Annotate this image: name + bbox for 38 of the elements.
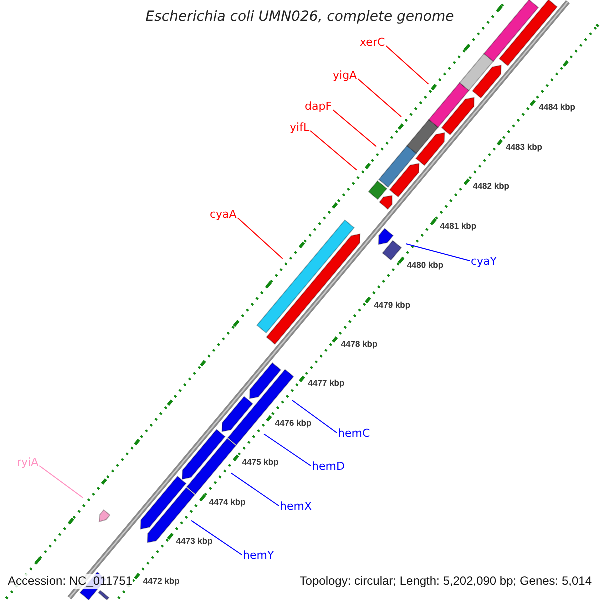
gene-label: yigA [333,69,358,82]
leader-line [191,520,242,556]
scale-label: 4477 kbp [308,378,345,390]
scale-label: 4478 kbp [341,338,378,350]
scale-label: 4473 kbp [176,536,213,547]
gene-label: yifL [290,121,310,134]
gene-label: dapF [305,100,332,113]
leader-line [310,130,358,171]
gene-label: hemY [243,549,274,562]
gene-label: cyaY [471,255,498,268]
title: Escherichia coli UMN026, complete genome [144,8,456,26]
scale-label: 4480 kbp [407,260,444,271]
scale-label: 4475 kbp [242,457,279,468]
scale-label: 4483 kbp [506,142,542,153]
leader-line [237,218,284,260]
leader-line [39,466,84,498]
scale-label: 4479 kbp [374,300,411,310]
leader-line [386,46,430,85]
gene-label: xerC [360,36,386,49]
scale-label: 4481 kbp [440,220,477,232]
leader-line [292,400,338,434]
leader-line [332,110,378,148]
scale-label: 4484 kbp [539,102,576,114]
leader-line [406,243,470,262]
genome-stats-text: Topology: circular; Length: 5,202,090 bp; Genes: 5,014 [300,574,592,589]
accession-text: Accession: NC_011751 [8,574,133,589]
scale-label: 4482 kbp [473,181,510,192]
scale-label: 4472 kbp [143,576,180,586]
scale-label: 4476 kbp [275,418,312,429]
gene-label: hemD [312,460,345,473]
gene-label: hemX [280,500,312,513]
leader-line [264,434,312,466]
gene-label: ryiA [17,456,39,469]
gene-label: hemC [338,427,370,440]
leader-line [358,78,402,118]
gene-label: cyaA [210,208,237,221]
scale-label: 4474 kbp [209,496,246,508]
leader-line [230,472,280,506]
